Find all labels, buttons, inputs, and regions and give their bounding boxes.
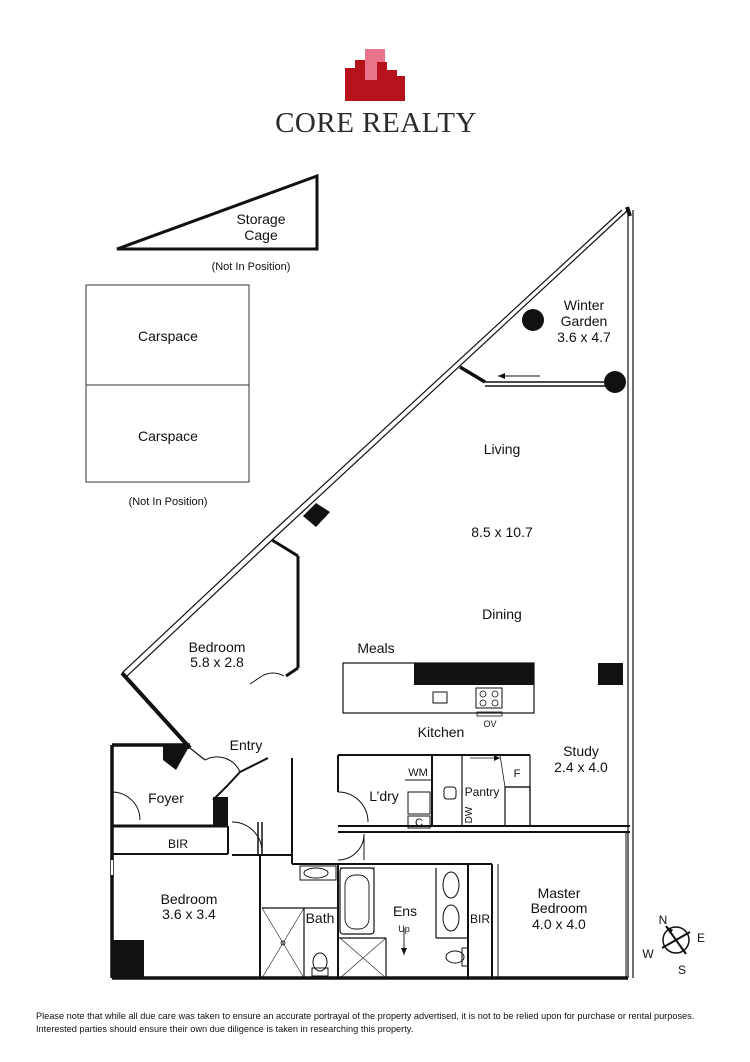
apartment-walls: [110, 206, 634, 980]
master-bedroom-label: Master: [538, 885, 581, 901]
cupboard-label: C: [415, 817, 423, 829]
laundry-label: L’dry: [369, 788, 399, 804]
brand-name: CORE REALTY: [275, 107, 477, 139]
carspaces: Carspace Carspace (Not In Position): [85, 284, 250, 508]
core-realty-logo: CORE REALTY: [275, 49, 477, 139]
bedroom1-size: 3.6 x 3.4: [162, 906, 216, 922]
living-size: 8.5 x 10.7: [471, 524, 533, 540]
meals-label: Meals: [357, 640, 394, 656]
compass-icon: N E S W: [642, 913, 705, 977]
diagonal-pillar: [303, 503, 330, 527]
living-label: Living: [484, 441, 521, 457]
storage-cage: Storage Cage (Not In Position): [116, 173, 319, 273]
winter-garden-label-2: Garden: [561, 313, 608, 329]
compass-e: E: [697, 931, 705, 945]
bedroom-pillar: [112, 940, 144, 978]
disclaimer-line-1: Please note that while all due care was …: [36, 1011, 695, 1021]
bath-label: Bath: [306, 910, 335, 926]
bir2-label: BIR: [470, 912, 490, 926]
ensuite-label: Ens: [393, 903, 417, 919]
bedroom2-size: 5.8 x 2.8: [190, 654, 244, 670]
study-size: 2.4 x 4.0: [554, 759, 608, 775]
foyer-label: Foyer: [148, 790, 184, 806]
fridge-label: F: [514, 768, 521, 780]
storage-label-2: Cage: [244, 227, 278, 243]
dishwasher-label: DW: [464, 806, 475, 823]
disclaimer-line-2: Interested parties should ensure their o…: [36, 1024, 414, 1034]
entry-label: Entry: [230, 737, 263, 753]
kitchen-island: [342, 662, 535, 717]
master-bedroom-size: 4.0 x 4.0: [532, 916, 586, 932]
bir1-label: BIR: [168, 837, 188, 851]
washing-machine-label: WM: [408, 767, 428, 779]
compass-s: S: [678, 963, 686, 977]
dining-label: Dining: [482, 606, 522, 622]
room-labels: Winter Garden 3.6 x 4.7 Living 8.5 x 10.…: [148, 297, 611, 934]
bedroom1-label: Bedroom: [161, 891, 218, 907]
storage-label-1: Storage: [236, 211, 285, 227]
study-label: Study: [563, 743, 599, 759]
winter-garden-label: Winter: [564, 297, 605, 313]
carspace-note: (Not In Position): [129, 496, 208, 508]
ensuite-up-label: Up: [398, 924, 410, 934]
winter-garden-size: 3.6 x 4.7: [557, 329, 611, 345]
foyer-pillar: [213, 797, 228, 826]
compass-n: N: [659, 913, 668, 927]
carspace-label-2: Carspace: [138, 428, 198, 444]
compass-w: W: [642, 947, 654, 961]
carspace-label-1: Carspace: [138, 328, 198, 344]
pantry-label: Pantry: [465, 785, 500, 799]
wall-fills: [112, 309, 626, 978]
storage-note: (Not In Position): [212, 261, 291, 273]
corner-column: [604, 371, 626, 393]
logo-red-skyline: [345, 60, 405, 101]
wall-corner-fill: [163, 745, 190, 770]
disclaimer: Please note that while all due care was …: [36, 1010, 726, 1036]
study-pillar: [598, 663, 623, 685]
bedroom2-label: Bedroom: [189, 639, 246, 655]
kitchen-label: Kitchen: [418, 724, 465, 740]
winter-garden-column: [522, 309, 544, 331]
oven-label: OV: [483, 719, 496, 729]
master-bedroom-label-2: Bedroom: [531, 900, 588, 916]
